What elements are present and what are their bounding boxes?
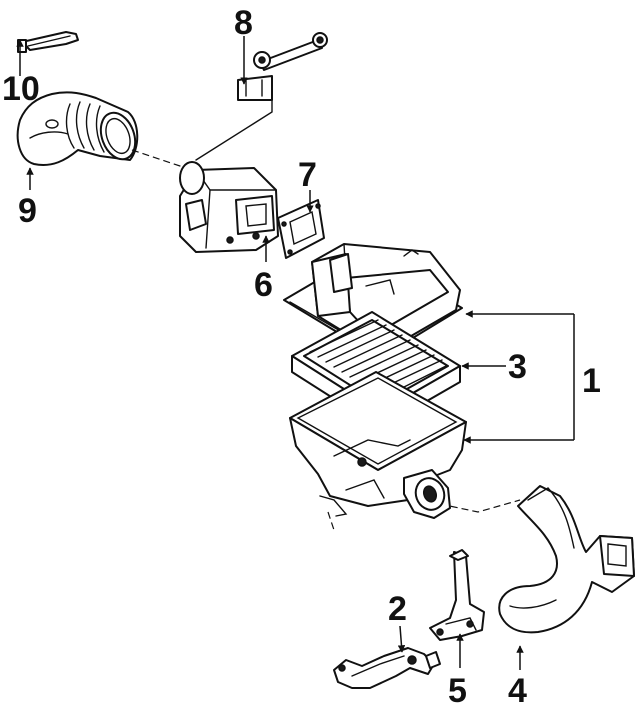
air-cleaner-lower-case xyxy=(289,371,467,519)
callout-9: 9 xyxy=(18,192,37,230)
bracket-part-2 xyxy=(333,647,441,689)
gasket-part-7 xyxy=(277,199,325,259)
bracket-part-10 xyxy=(17,31,79,53)
callout-1: 1 xyxy=(582,362,601,400)
callout-4: 4 xyxy=(508,672,527,710)
alignment-line-box-to-duct xyxy=(439,499,521,513)
callout-6: 6 xyxy=(254,266,273,304)
alignment-line-box-bottom xyxy=(327,511,335,531)
callout-7: 7 xyxy=(298,156,317,194)
sensor-lead-wire xyxy=(195,95,273,161)
air-flow-meter xyxy=(179,161,279,253)
callout-10: 10 xyxy=(2,70,40,108)
callout-2: 2 xyxy=(388,590,407,628)
sensor-part-8 xyxy=(237,32,328,101)
callout-3: 3 xyxy=(508,348,527,386)
intake-duct-part-4 xyxy=(498,485,635,634)
callout-8: 8 xyxy=(234,4,253,42)
callout-5: 5 xyxy=(448,672,467,710)
filter-pleats xyxy=(309,319,447,399)
intake-hose-part-9 xyxy=(16,91,139,166)
bracket-part-5 xyxy=(429,549,485,641)
leader-lines xyxy=(16,36,575,670)
